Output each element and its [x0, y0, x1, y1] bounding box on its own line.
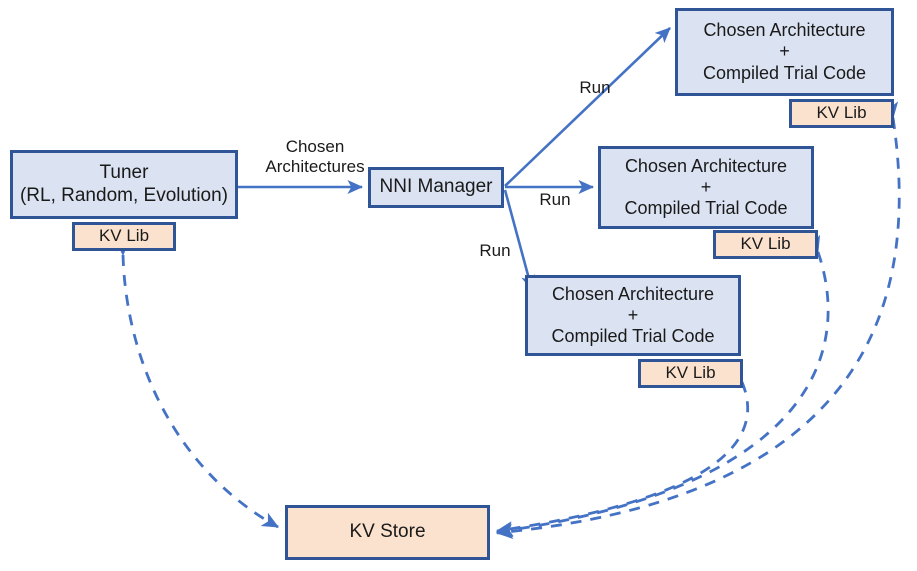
node-tuner[interactable]: Tuner (RL, Random, Evolution): [10, 150, 238, 219]
edge-label-run-mid: Run: [539, 190, 571, 209]
node-trial-mid[interactable]: Chosen Architecture + Compiled Trial Cod…: [598, 146, 814, 229]
node-trial-top-kv-lib[interactable]: KV Lib: [789, 99, 894, 128]
edge-trial-bottom-kvlib-kvstore: [495, 364, 749, 537]
node-trial-top[interactable]: Chosen Architecture + Compiled Trial Cod…: [675, 8, 894, 96]
node-trial-bottom[interactable]: Chosen Architecture + Compiled Trial Cod…: [525, 275, 741, 356]
node-nni-manager[interactable]: NNI Manager: [368, 167, 504, 208]
edge-label-chosen-architectures: Chosen Architectures: [265, 137, 365, 177]
edge-label-run-top: Run: [579, 78, 611, 97]
node-trial-bottom-kv-lib[interactable]: KV Lib: [638, 359, 743, 388]
node-trial-mid-kv-lib[interactable]: KV Lib: [713, 230, 818, 259]
edge-label-run-bottom: Run: [479, 241, 511, 260]
node-tuner-kv-lib[interactable]: KV Lib: [72, 222, 176, 251]
node-kv-store[interactable]: KV Store: [285, 505, 490, 560]
edge-tuner-kvlib-kvstore: [114, 239, 279, 529]
